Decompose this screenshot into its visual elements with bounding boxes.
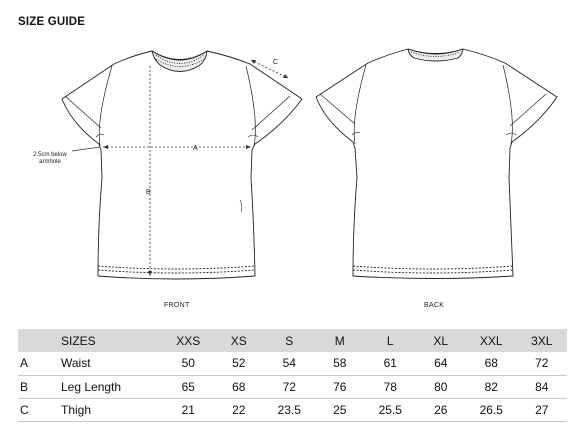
table-row: A Waist 50 52 54 58 61 64 68 72 xyxy=(18,352,567,376)
back-body-outline xyxy=(315,48,558,279)
front-label: FRONT xyxy=(164,302,190,309)
row-code: A xyxy=(18,352,45,376)
table-cell: 78 xyxy=(365,375,416,399)
row-code: B xyxy=(18,375,45,399)
table-cell: 61 xyxy=(365,352,416,376)
table-cell: 54 xyxy=(264,352,315,376)
table-cell: 80 xyxy=(415,375,466,399)
armhole-note-line-1: 2.5cm below xyxy=(33,152,67,158)
armhole-note-line-2: armhole xyxy=(39,159,61,165)
table-cell: 27 xyxy=(516,398,567,422)
marker-b: B xyxy=(146,189,151,196)
row-code: C xyxy=(18,398,45,422)
table-cell: 26 xyxy=(415,398,466,422)
back-label: BACK xyxy=(424,302,445,309)
table-cell: 23.5 xyxy=(264,398,315,422)
table-cell: 84 xyxy=(516,375,567,399)
header-cell: 3XL xyxy=(516,329,567,352)
back-tshirt xyxy=(315,48,558,279)
table-cell: 82 xyxy=(466,375,517,399)
table-header-row: SIZES XXS XS S M L XL XXL 3XL xyxy=(18,329,567,352)
armhole-note: 2.5cm below armhole xyxy=(20,152,80,166)
size-table: SIZES XXS XS S M L XL XXL 3XL A Waist 50… xyxy=(18,329,567,422)
table-cell: 22 xyxy=(213,398,264,422)
header-cell: L xyxy=(365,329,416,352)
table-cell: 64 xyxy=(415,352,466,376)
table-cell: 72 xyxy=(264,375,315,399)
front-tshirt xyxy=(61,50,303,280)
table-cell: 68 xyxy=(466,352,517,376)
table-cell: 76 xyxy=(314,375,365,399)
tshirt-illustration: A B C xyxy=(61,48,558,280)
header-cell: XS xyxy=(213,329,264,352)
back-collar-rib xyxy=(407,48,464,62)
row-label: Thigh xyxy=(45,398,163,422)
front-measurements xyxy=(71,59,289,276)
header-cell: XL xyxy=(415,329,466,352)
header-cell-sizes: SIZES xyxy=(45,329,163,352)
row-label: Leg Length xyxy=(45,375,163,399)
header-cell: XXS xyxy=(163,329,214,352)
header-cell: XXL xyxy=(466,329,517,352)
table-cell: 52 xyxy=(213,352,264,376)
header-cell: M xyxy=(314,329,365,352)
table-cell: 25 xyxy=(314,398,365,422)
page-title: SIZE GUIDE xyxy=(18,16,86,28)
marker-c: C xyxy=(273,59,278,66)
table-row: C Thigh 21 22 23.5 25 25.5 26 26.5 27 xyxy=(18,398,567,422)
table-cell: 68 xyxy=(213,375,264,399)
table-cell: 58 xyxy=(314,352,365,376)
note-pointer xyxy=(71,146,101,152)
table-cell: 72 xyxy=(516,352,567,376)
marker-a: A xyxy=(193,145,198,152)
table-cell: 26.5 xyxy=(466,398,517,422)
header-cell: S xyxy=(264,329,315,352)
table-cell: 25.5 xyxy=(365,398,416,422)
front-body-outline xyxy=(61,50,303,280)
measure-line-c xyxy=(250,59,289,79)
front-collar-rib xyxy=(151,50,208,72)
table-row: B Leg Length 65 68 72 76 78 80 82 84 xyxy=(18,375,567,399)
table-cell: 21 xyxy=(163,398,214,422)
table-cell: 50 xyxy=(163,352,214,376)
table-cell: 65 xyxy=(163,375,214,399)
row-label: Waist xyxy=(45,352,163,376)
header-cell xyxy=(18,329,45,352)
